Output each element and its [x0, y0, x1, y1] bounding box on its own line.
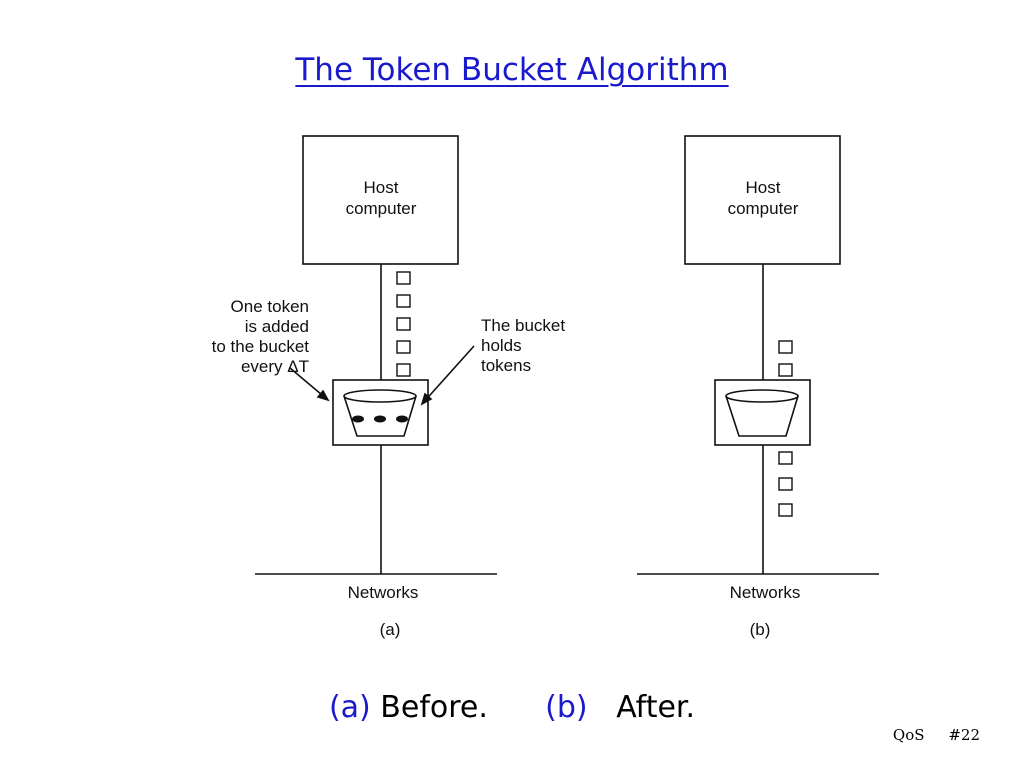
token-queued: [778, 363, 793, 377]
token-in-bucket: [374, 415, 386, 423]
bucket-note-line1: The bucket: [481, 316, 565, 335]
slide-title: The Token Bucket Algorithm: [295, 52, 729, 88]
bucket-rim-b: [725, 389, 799, 403]
token-queued: [396, 271, 411, 285]
bucket-note-line2: holds: [481, 336, 522, 355]
token-note-line1: One token: [231, 297, 309, 316]
token-queued: [396, 340, 411, 354]
arrow-right-a: [421, 345, 475, 405]
caption-a-text: Before.: [380, 690, 488, 725]
token-in-bucket: [352, 415, 364, 423]
token-stream-b: [778, 340, 793, 517]
token-stream-a: [352, 271, 411, 423]
panel-label-a: (a): [380, 620, 401, 639]
footer-topic: QoS: [892, 726, 925, 744]
slide-footer: QoS #22: [893, 726, 980, 744]
token-queued: [396, 363, 411, 377]
token-sent: [778, 451, 793, 465]
caption-b-text: After.: [616, 690, 696, 725]
host-label-a-line1: Host: [364, 178, 399, 197]
network-label-b: Networks: [730, 583, 801, 602]
host-label-b-line2: computer: [728, 199, 799, 218]
panel-a: [255, 135, 497, 575]
footer-slide-number: #22: [948, 726, 980, 744]
slide-caption: (a) Before. (b) After.: [0, 690, 1024, 725]
token-queued: [396, 294, 411, 308]
bucket-body-b: [725, 395, 799, 437]
token-note-line2: is added: [245, 317, 309, 336]
caption-a-tag: (a): [328, 690, 371, 725]
caption-b-tag: (b): [545, 690, 588, 725]
token-in-bucket: [396, 415, 408, 423]
network-label-a: Networks: [348, 583, 419, 602]
bucket-body-a: [343, 395, 417, 437]
token-queued: [778, 340, 793, 354]
token-note-line3: to the bucket: [212, 337, 310, 356]
token-queued: [396, 317, 411, 331]
token-note-line4: every ΔT: [241, 357, 309, 376]
bucket-note-line3: tokens: [481, 356, 531, 375]
panel-label-b: (b): [750, 620, 771, 639]
host-label-b-line1: Host: [746, 178, 781, 197]
token-sent: [778, 503, 793, 517]
panel-b: [637, 135, 879, 575]
host-label-a-line2: computer: [346, 199, 417, 218]
token-sent: [778, 477, 793, 491]
bucket-rim-a: [343, 389, 417, 403]
